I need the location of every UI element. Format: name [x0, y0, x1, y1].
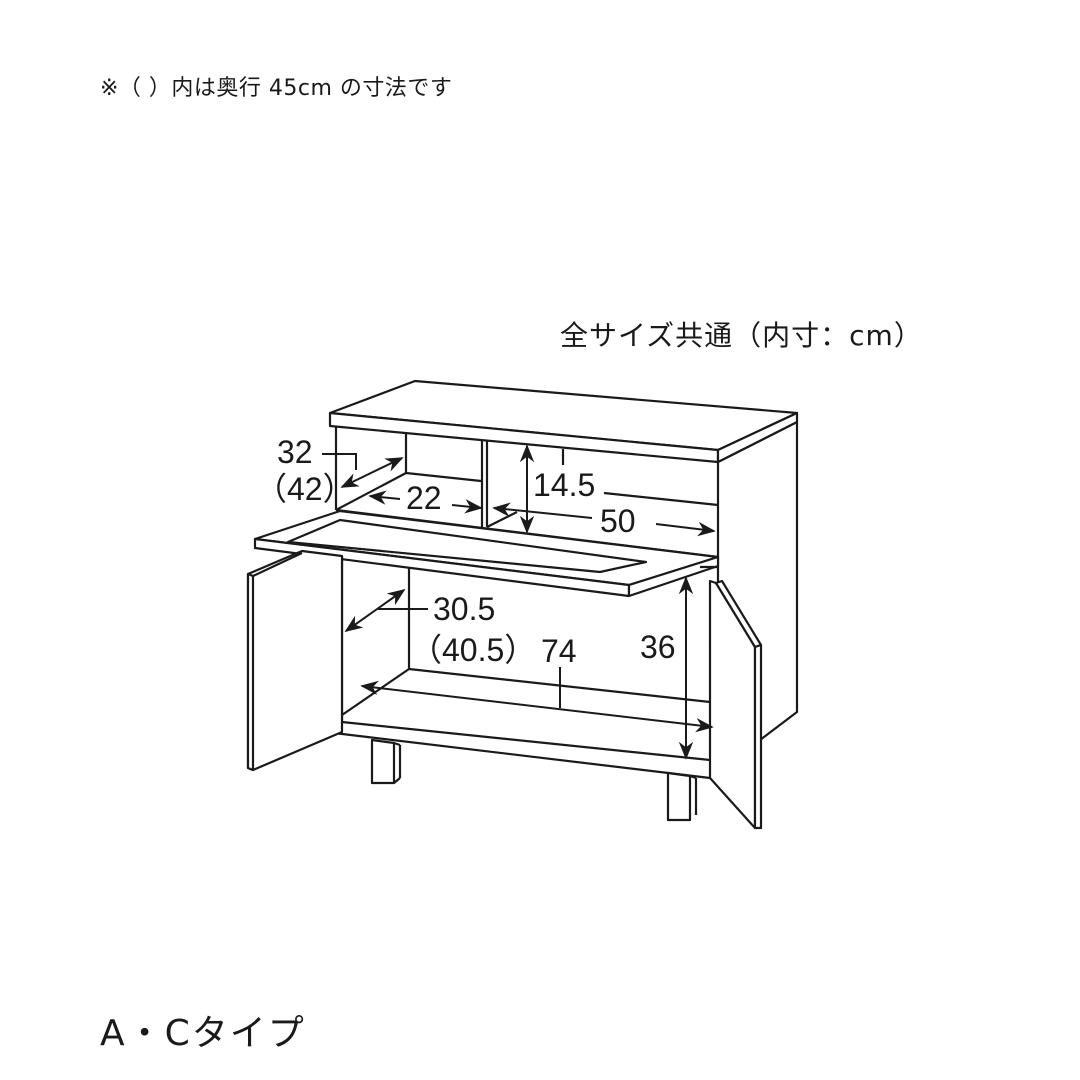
dim-lower-depth: 30.5	[433, 591, 495, 627]
depth-note: ※（ ）内は奥行 45cm の寸法です	[100, 76, 453, 101]
dim-upper-left-width: 22	[406, 480, 442, 516]
dim-lower-depth-alt: （40.5）	[410, 632, 536, 668]
pullout-shelf	[253, 509, 720, 598]
dim-upper-right-width: 50	[600, 503, 636, 539]
right-door	[708, 579, 763, 830]
dimension-lines	[322, 444, 716, 760]
top-board	[328, 379, 799, 464]
dim-lower-width: 74	[541, 633, 577, 669]
type-label: A・Cタイプ	[100, 1013, 306, 1054]
dim-upper-height: 14.5	[533, 467, 595, 503]
dim-upper-depth-alt: （42）	[255, 471, 355, 507]
left-door	[246, 549, 344, 772]
dim-lower-height: 36	[640, 629, 676, 665]
diagram-heading: 全サイズ共通（内寸：cm）	[560, 319, 923, 352]
cabinet-legs	[370, 738, 698, 822]
dim-upper-depth: 32	[277, 434, 313, 470]
